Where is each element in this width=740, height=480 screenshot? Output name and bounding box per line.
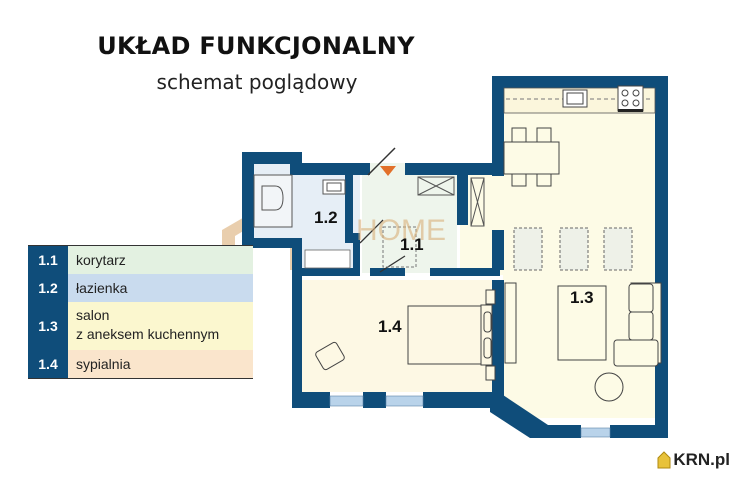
room-label-1-1: 1.1 <box>400 235 424 254</box>
legend-number: 1.1 <box>28 246 68 274</box>
legend-label-line1: salon <box>76 307 110 323</box>
stove-icon <box>617 85 644 112</box>
tv-cabinet-icon <box>504 282 517 364</box>
krn-brand[interactable]: KRN.pl <box>657 450 730 470</box>
legend-label: korytarz <box>76 252 126 268</box>
bathroom-door-icon <box>359 219 384 244</box>
windows <box>329 395 611 438</box>
legend-row-1-3: 1.3 salon z aneksem kuchennym <box>28 302 253 350</box>
plan-title: UKŁAD FUNKCJONALNY <box>97 32 415 60</box>
sofa-icon <box>613 282 662 367</box>
room-label-1-2: 1.2 <box>314 208 338 227</box>
armchair-icon <box>315 341 345 371</box>
legend-label-line2: z aneksem kuchennym <box>76 326 220 342</box>
kitchen-counter <box>503 85 656 114</box>
walls <box>242 76 668 438</box>
legend-label-multiline: salon z aneksem kuchennym <box>68 302 253 350</box>
entry-marker-icon <box>380 166 396 176</box>
brand-text: KRN.pl <box>673 450 730 469</box>
room-legend: 1.1 korytarz 1.2 łazienka 1.3 salon z an… <box>28 245 253 379</box>
watermark-text: HOME <box>356 214 446 247</box>
legend-label: sypialnia <box>76 356 131 372</box>
room-label-1-4: 1.4 <box>378 317 402 336</box>
legend-row-1-1: 1.1 korytarz <box>28 246 253 274</box>
round-table-icon <box>594 372 624 402</box>
corridor-mat <box>382 226 417 268</box>
room-label-1-3: 1.3 <box>570 288 594 307</box>
plan-subtitle: schemat poglądowy <box>156 70 358 94</box>
bed-icon <box>407 289 496 381</box>
house-bell-icon <box>657 451 671 469</box>
room-1-1-floor <box>362 163 457 273</box>
wardrobe-icon <box>417 176 485 227</box>
bedroom-door-icon <box>379 255 406 273</box>
washbasin-icon <box>322 179 346 195</box>
entry-door-icon <box>367 147 396 176</box>
legend-number: 1.4 <box>28 350 68 378</box>
legend-number: 1.2 <box>28 274 68 302</box>
legend-label: łazienka <box>76 280 128 296</box>
dining-table-icon <box>503 127 560 187</box>
legend-number: 1.3 <box>28 302 68 350</box>
skylights <box>513 227 633 271</box>
legend-row-1-2: 1.2 łazienka <box>28 274 253 302</box>
legend-row-1-4: 1.4 sypialnia <box>28 350 253 378</box>
bathtub-icon <box>253 174 293 228</box>
rug-area <box>557 285 607 361</box>
washing-machine-icon <box>304 249 351 269</box>
sink-icon <box>562 89 588 108</box>
